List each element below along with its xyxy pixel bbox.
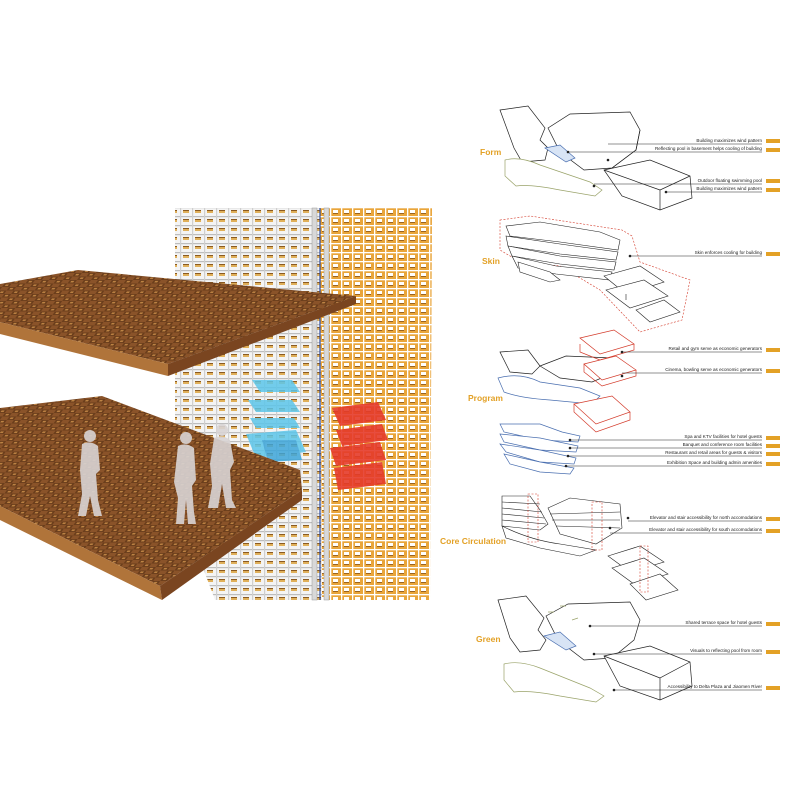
section-title-program: Program <box>468 393 503 403</box>
swatch-form-1 <box>766 139 780 143</box>
building-section-render <box>0 207 432 601</box>
annotation-form-3: Outdoor floating swimming pool <box>697 178 762 183</box>
section-title-form: Form <box>480 147 502 157</box>
annotation-program-2: Cinema, bowling serve as economic genera… <box>665 367 762 372</box>
red-program-stack <box>330 402 388 490</box>
swatch-core-1 <box>766 517 780 521</box>
annotation-program-3: Spa and KTV facilities for hotel guests <box>684 434 762 439</box>
swatch-form-3 <box>766 179 780 183</box>
swatch-program-6 <box>766 462 780 466</box>
person-1 <box>78 430 102 516</box>
annotation-green-2: Visuals to reflecting pool from room <box>690 648 762 653</box>
form-diagram <box>499 105 693 211</box>
upper-floor-slab-edge <box>0 322 168 376</box>
core-column-right <box>323 207 330 601</box>
annotation-program-4: Banquet and conference room facilities <box>682 442 762 447</box>
core-column-left <box>311 207 318 601</box>
section-title-green: Green <box>476 634 501 644</box>
leader-lines <box>566 143 762 691</box>
annotation-form-2: Reflecting pool in basement helps coolin… <box>654 146 762 151</box>
annotation-form-4: Building maximizes wind pattern <box>696 186 762 191</box>
swatch-skin-1 <box>766 252 780 256</box>
swatch-green-3 <box>766 686 780 690</box>
upper-floor-slab-top <box>0 270 356 364</box>
annotation-program-1: Retail and gym serve as economic generat… <box>668 346 762 351</box>
swatch-form-2 <box>766 148 780 152</box>
annotation-core-2: Elevator and stair accessibility for sou… <box>649 527 762 532</box>
swatch-green-1 <box>766 622 780 626</box>
lower-floor-slab-edge <box>0 506 162 600</box>
annotation-green-3: Accessibility to Delta Plaza and Jiaomen… <box>667 684 762 689</box>
person-silhouettes <box>78 424 236 524</box>
swatch-green-2 <box>766 650 780 654</box>
blue-program-stack <box>246 380 306 462</box>
swatch-core-2 <box>766 529 780 533</box>
core-circulation-diagram <box>501 493 679 601</box>
swatch-form-4 <box>766 188 780 192</box>
annotation-core-1: Elevator and stair accessibility for nor… <box>649 515 762 520</box>
upper-floor-slab-side <box>168 296 356 376</box>
person-2 <box>174 432 196 524</box>
annotation-skin-1: Skin enforces cooling for building <box>694 250 762 255</box>
swatch-program-3 <box>766 436 780 440</box>
program-diagram <box>497 329 637 475</box>
skin-diagram <box>499 215 691 333</box>
swatch-program-1 <box>766 348 780 352</box>
swatch-program-4 <box>766 444 780 448</box>
section-title-core-circulation: Core Circulation <box>440 536 507 546</box>
annotation-green-1: Shared terrace space for hotel guests <box>685 620 762 625</box>
annotation-program-5: Restaurant and retail areas for guests &… <box>665 450 762 455</box>
annotation-form-1: Building maximizes wind pattern <box>696 138 762 143</box>
section-title-skin: Skin <box>482 256 500 266</box>
swatch-program-2 <box>766 369 780 373</box>
annotation-program-6: Exhibition Space and building admin amen… <box>667 460 762 465</box>
green-diagram <box>497 595 693 703</box>
lower-floor-slab-side <box>160 490 302 600</box>
swatch-program-5 <box>766 452 780 456</box>
person-3 <box>208 424 236 508</box>
